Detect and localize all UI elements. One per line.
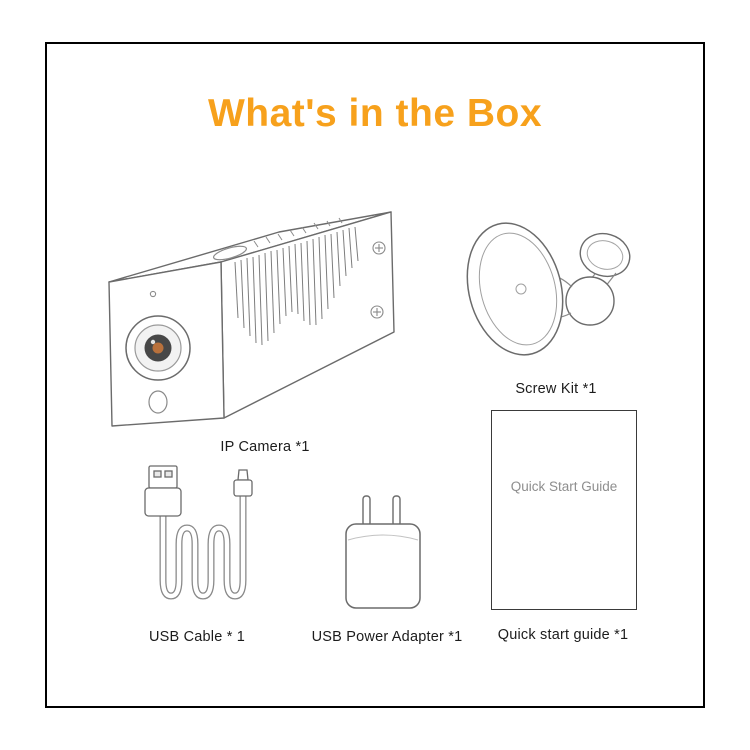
usb-cable-illustration	[144, 465, 253, 600]
page-border	[45, 42, 705, 708]
mount-ball-joint	[565, 276, 615, 326]
screw-kit-illustration	[466, 222, 631, 356]
screw-kit-caption: Screw Kit *1	[515, 381, 597, 397]
usb-power-adapter-illustration	[345, 495, 421, 609]
ip-camera-illustration	[108, 211, 395, 427]
usb-power-adapter-caption: USB Power Adapter *1	[311, 629, 463, 645]
camera-vents	[234, 226, 359, 346]
page-title: What's in the Box	[207, 92, 543, 135]
camera-pir-sensor	[148, 390, 168, 414]
quick-start-guide-cover-text: Quick Start Guide	[510, 479, 618, 494]
camera-vent-ticks	[253, 217, 343, 248]
camera-lens	[125, 315, 191, 381]
cable-wire	[159, 492, 247, 600]
adapter-prongs	[362, 495, 401, 527]
quick-start-guide-cover: Quick Start Guide	[491, 410, 637, 610]
ip-camera-caption: IP Camera *1	[220, 439, 310, 455]
mount-base-disc	[466, 222, 564, 356]
camera-led-dot	[149, 290, 157, 298]
usb-a-connector	[144, 465, 182, 517]
camera-body	[108, 211, 395, 427]
adapter-top-edge	[347, 534, 419, 541]
camera-screws	[370, 241, 386, 319]
micro-usb-connector	[233, 469, 253, 497]
mount-small-plate	[579, 232, 631, 278]
adapter-body	[345, 523, 421, 609]
quick-start-guide-caption: Quick start guide *1	[497, 627, 629, 643]
camera-top-oval	[213, 245, 247, 261]
usb-cable-caption: USB Cable * 1	[148, 629, 246, 645]
